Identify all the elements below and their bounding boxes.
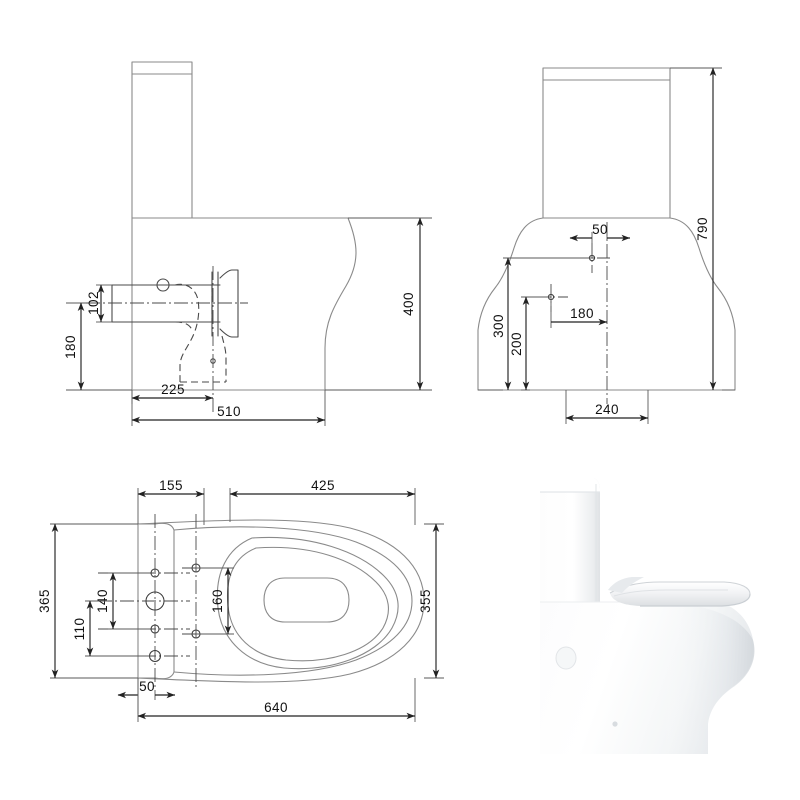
dimension-front-300: 300 [478, 257, 592, 391]
dim-label-side-102: 102 [86, 291, 101, 315]
side-pan-body [131, 217, 357, 391]
dimension-side-510: 510 [131, 390, 326, 426]
dimension-front-50: 50 [569, 222, 630, 258]
dim-label-plan-50: 50 [139, 679, 155, 694]
front-fixing-lower [536, 284, 568, 312]
dim-label-front-300: 300 [491, 314, 506, 338]
dim-label-plan-155: 155 [159, 478, 183, 493]
view-plan: 155 425 365 355 [37, 478, 444, 722]
dimension-plan-355: 355 [418, 523, 444, 679]
dimension-plan-425: 425 [229, 478, 416, 525]
view-side-elevation: 102 180 400 225 [63, 61, 432, 426]
dim-label-plan-365: 365 [37, 589, 52, 613]
dimension-side-400: 400 [325, 217, 432, 391]
plan-flush-aperture [263, 577, 350, 623]
dimension-plan-160: 160 [196, 567, 234, 635]
dimension-side-225: 225 [131, 382, 213, 404]
dim-label-side-510: 510 [217, 404, 241, 419]
dimension-side-180: 180 [63, 302, 132, 391]
photo-side-details [555, 646, 618, 727]
product-photo-render [540, 478, 755, 754]
dimension-front-180: 180 [550, 297, 607, 328]
dimension-plan-50: 50 [117, 678, 175, 714]
dim-label-plan-355: 355 [418, 589, 433, 613]
dimension-plan-110: 110 [72, 600, 150, 657]
view-front-elevation: 50 180 300 200 [477, 67, 736, 424]
dim-label-plan-425: 425 [311, 478, 335, 493]
dimension-side-102: 102 [86, 284, 112, 323]
plan-seat-rim [216, 536, 399, 670]
photo-seat [608, 577, 751, 607]
dim-label-side-180: 180 [63, 335, 78, 359]
dimension-plan-155: 155 [137, 478, 205, 525]
front-cistern [542, 67, 671, 219]
side-outlet-pipe [111, 269, 239, 338]
dim-label-side-400: 400 [401, 292, 416, 316]
photo-cistern [540, 478, 600, 602]
side-cistern [131, 61, 193, 219]
plan-fixing-holes [145, 568, 165, 663]
dim-label-plan-110: 110 [72, 618, 87, 641]
side-trap-hidden [174, 283, 227, 383]
dim-label-front-50: 50 [592, 222, 608, 237]
front-pan-body [477, 217, 736, 391]
dimension-plan-640: 640 [137, 678, 416, 722]
dim-label-side-225: 225 [161, 382, 185, 397]
dimension-front-200: 200 [509, 296, 551, 391]
photo-pan-body [540, 601, 755, 754]
product-photo [510, 462, 800, 762]
dim-label-front-240: 240 [595, 402, 619, 417]
dimension-front-790: 790 [670, 67, 735, 391]
dim-label-plan-160: 160 [210, 589, 225, 613]
dim-label-front-180: 180 [570, 306, 594, 321]
dimension-plan-365: 365 [37, 523, 138, 679]
dim-label-front-200: 200 [509, 332, 524, 356]
dim-label-plan-640: 640 [264, 700, 288, 715]
plan-bowl-outline [137, 519, 425, 683]
dim-label-front-790: 790 [695, 217, 710, 241]
dimension-front-240: 240 [565, 390, 649, 424]
